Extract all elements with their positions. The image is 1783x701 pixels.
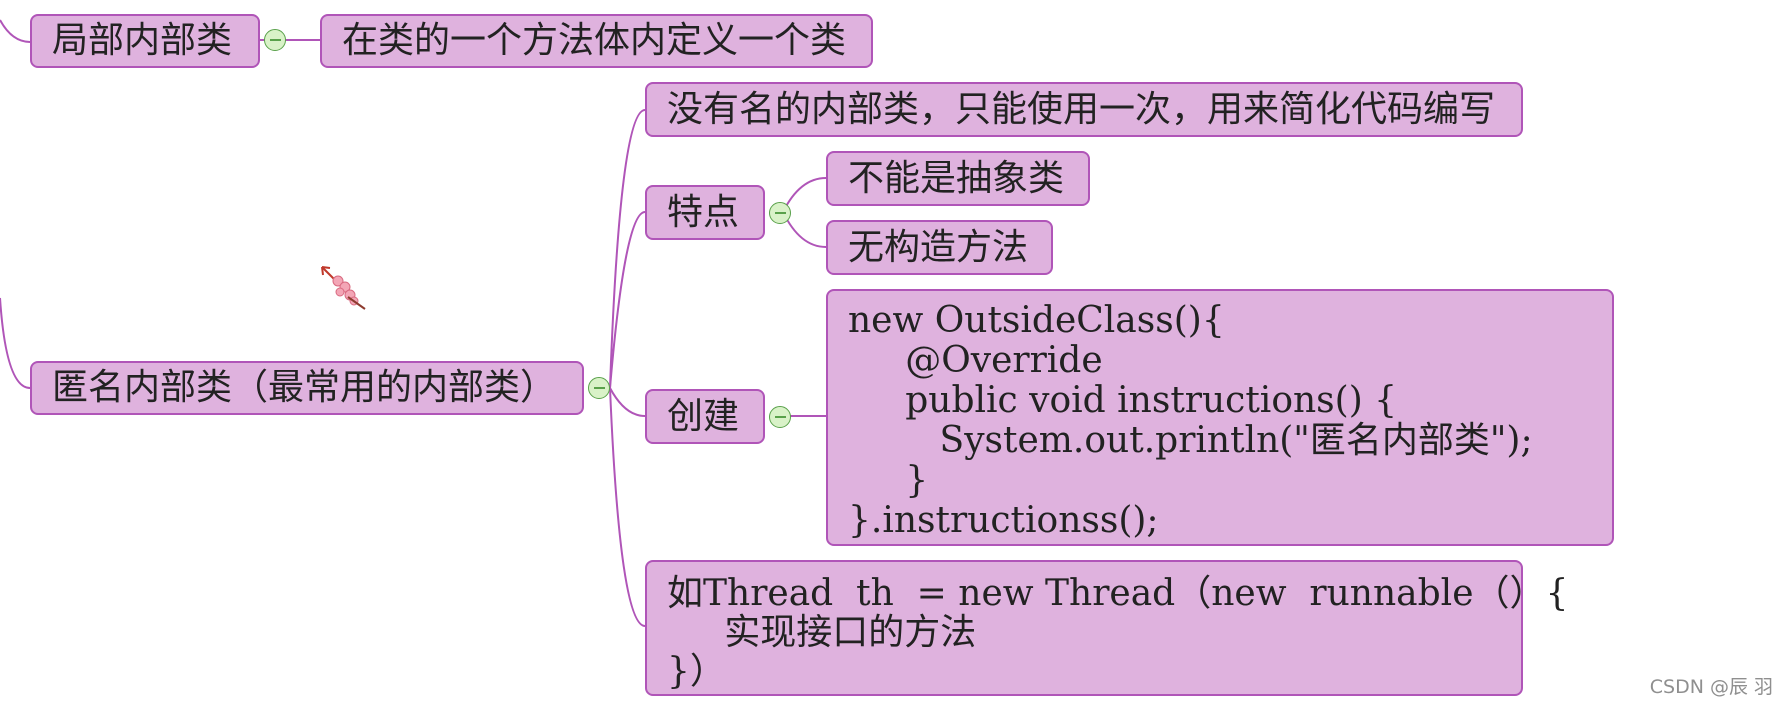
local-description-node[interactable]: 在类的一个方法体内定义一个类	[320, 14, 873, 68]
features-node[interactable]: 特点	[645, 185, 765, 240]
anonymous-description-label: 没有名的内部类，只能使用一次，用来简化代码编写	[667, 88, 1496, 130]
local-inner-class-node[interactable]: 局部内部类	[30, 14, 260, 68]
create-label: 创建	[667, 395, 740, 437]
watermark: CSDN @辰 羽	[1649, 676, 1773, 698]
anonymous-description-node[interactable]: 没有名的内部类，只能使用一次，用来简化代码编写	[645, 82, 1523, 137]
thread-example-node[interactable]: 如Thread th = new Thread（new runnable（）{ …	[645, 560, 1568, 696]
thread-example-text: 如Thread th = new Thread（new runnable（）{ …	[667, 573, 1569, 692]
feature-constructor-node[interactable]: 无构造方法	[826, 220, 1053, 275]
collapse-icon[interactable]	[769, 406, 791, 428]
create-code-text: new OutsideClass(){ @Override public voi…	[848, 300, 1533, 541]
feature-constructor-label: 无构造方法	[848, 226, 1029, 268]
local-inner-class-label: 局部内部类	[52, 20, 233, 61]
collapse-icon[interactable]	[264, 29, 286, 51]
local-description-label: 在类的一个方法体内定义一个类	[342, 20, 847, 61]
collapse-icon[interactable]	[769, 202, 791, 224]
anonymous-inner-class-label: 匿名内部类（最常用的内部类）	[52, 367, 557, 408]
create-code-node[interactable]: new OutsideClass(){ @Override public voi…	[826, 289, 1614, 546]
create-node[interactable]: 创建	[645, 389, 765, 444]
flower-icon	[321, 266, 366, 310]
anonymous-inner-class-node[interactable]: 匿名内部类（最常用的内部类）	[30, 361, 584, 415]
features-label: 特点	[667, 191, 740, 233]
feature-abstract-label: 不能是抽象类	[848, 157, 1065, 199]
feature-abstract-node[interactable]: 不能是抽象类	[826, 151, 1090, 206]
collapse-icon[interactable]	[588, 377, 610, 399]
